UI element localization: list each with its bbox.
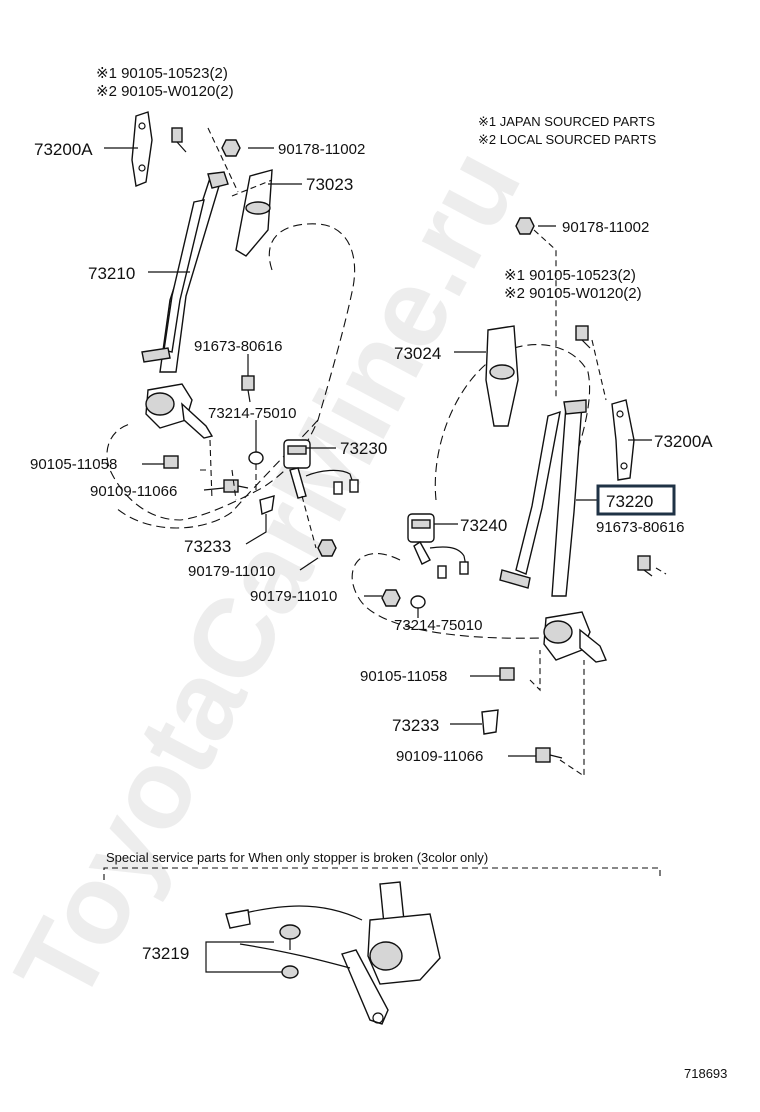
left-cover-73233 bbox=[259, 495, 275, 515]
right-anchor-label: 73200A bbox=[654, 432, 713, 451]
right-retractor bbox=[543, 611, 607, 663]
left-pillar-cover bbox=[235, 169, 273, 257]
left-cover2-label: 73233 bbox=[184, 537, 231, 556]
right-bolt-90109-label: 90109-11066 bbox=[396, 748, 483, 765]
right-bolt-japan-label: ※1 90105-10523(2) bbox=[504, 267, 636, 284]
left-bolt-90109-label: 90109-11066 bbox=[90, 483, 177, 500]
left-buckle-label: 73230 bbox=[340, 439, 387, 458]
left-belt-label: 73210 bbox=[88, 264, 135, 283]
right-nut2-label: 90179-11010 bbox=[250, 588, 337, 605]
right-pillar-cover bbox=[485, 325, 519, 427]
right-seat-outline bbox=[351, 343, 591, 639]
note-japan: ※1 JAPAN SOURCED PARTS bbox=[478, 114, 655, 129]
right-guide-lines bbox=[529, 229, 667, 778]
left-buckle-nut bbox=[248, 451, 264, 465]
labels: ※1 90105-10523(2) ※2 90105-W0120(2) 7320… bbox=[30, 65, 713, 765]
left-anchor-plate bbox=[131, 111, 153, 187]
left-nut-label: 90178-11002 bbox=[278, 141, 365, 158]
left-buckle-nut-label: 73214-75010 bbox=[208, 405, 296, 422]
left-bolt-90105-label: 90105-11058 bbox=[30, 456, 117, 473]
right-bolt-91673-label: 91673-80616 bbox=[596, 519, 684, 536]
left-bolt-90105 bbox=[163, 455, 179, 469]
right-cover2-label: 73233 bbox=[392, 716, 439, 735]
left-bolt-91673-label: 91673-80616 bbox=[194, 338, 282, 355]
left-buckle bbox=[283, 439, 359, 499]
right-buckle-nut bbox=[410, 595, 426, 609]
leader-lines bbox=[104, 147, 652, 757]
right-top-nut bbox=[515, 217, 535, 235]
highlight-frame bbox=[596, 484, 676, 516]
right-belt-label: 73220 bbox=[606, 492, 653, 511]
note-local: ※2 LOCAL SOURCED PARTS bbox=[478, 132, 657, 147]
service-caption: Special service parts for When only stop… bbox=[106, 850, 488, 865]
right-anchor-plate bbox=[611, 399, 635, 481]
service-parts-section: Special service parts for When only stop… bbox=[103, 850, 661, 1025]
left-bolt-90109 bbox=[223, 479, 249, 493]
diagram-number: 718693 bbox=[684, 1066, 727, 1081]
right-buckle-label: 73240 bbox=[460, 516, 507, 535]
right-bolt-90105 bbox=[499, 667, 515, 681]
right-nut-90179 bbox=[381, 589, 401, 607]
left-anchor-label: 73200A bbox=[34, 140, 93, 159]
right-bolt-local-label: ※2 90105-W0120(2) bbox=[504, 285, 642, 302]
service-stopper-label: 73219 bbox=[142, 944, 189, 963]
right-cover-label: 73024 bbox=[394, 344, 441, 363]
left-guide-lines bbox=[200, 127, 317, 549]
right-buckle bbox=[407, 513, 469, 579]
right-bolt-91673 bbox=[637, 555, 653, 577]
right-cover-73233 bbox=[481, 709, 499, 735]
right-belt-webbing bbox=[499, 399, 587, 597]
right-anchor-bolt bbox=[575, 325, 591, 349]
left-top-nut bbox=[221, 139, 241, 157]
left-anchor-bolt bbox=[171, 127, 187, 153]
right-bolt-90109 bbox=[535, 747, 563, 763]
left-retractor bbox=[145, 383, 214, 439]
left-nut-90179 bbox=[317, 539, 337, 557]
left-nut2-label: 90179-11010 bbox=[188, 563, 275, 580]
left-belt-webbing bbox=[141, 171, 229, 373]
left-cover-label: 73023 bbox=[306, 175, 353, 194]
left-bolt-91673 bbox=[241, 375, 255, 403]
right-buckle-nut-label: 73214-75010 bbox=[394, 617, 482, 634]
right-nut-label: 90178-11002 bbox=[562, 219, 649, 236]
right-bolt-90105-label: 90105-11058 bbox=[360, 668, 447, 685]
left-bolt-local-label: ※2 90105-W0120(2) bbox=[96, 83, 234, 100]
left-bolt-japan-label: ※1 90105-10523(2) bbox=[96, 65, 228, 82]
